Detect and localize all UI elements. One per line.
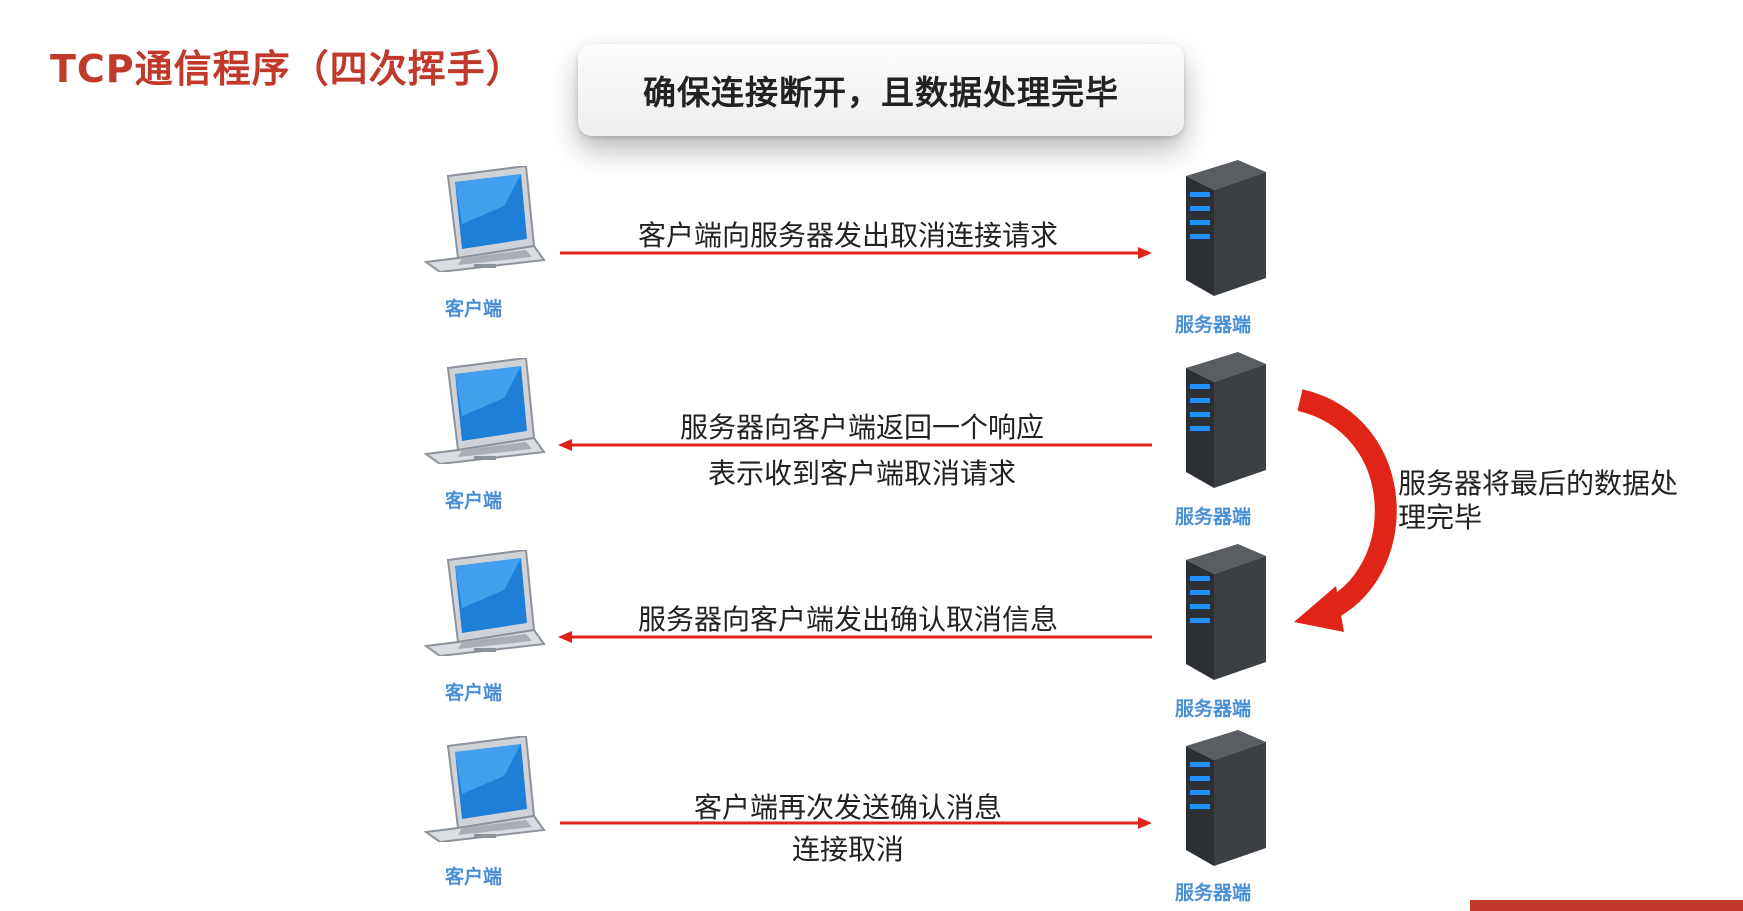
client-label: 客户端: [445, 298, 503, 320]
step-2-text-line-1: 服务器向客户端返回一个响应: [679, 411, 1044, 444]
arrow-server-to-client: [558, 631, 1152, 643]
arrow-server-to-client: [558, 439, 1152, 451]
banner-text: 确保连接断开，且数据处理完毕: [643, 73, 1119, 112]
client-label: 客户端: [445, 490, 503, 512]
server-label: 服务器端: [1175, 882, 1252, 904]
client-label: 客户端: [445, 682, 503, 704]
step-4-text-line-1: 客户端再次发送确认消息: [693, 791, 1002, 824]
step-1-text: 客户端向服务器发出取消连接请求: [637, 219, 1058, 252]
laptop-icon: [422, 550, 546, 656]
server-icon: [1176, 160, 1268, 296]
client-label: 客户端: [445, 866, 503, 888]
server-label: 服务器端: [1175, 698, 1252, 720]
laptop-icon: [422, 358, 546, 464]
arrow-client-to-server: [560, 247, 1152, 259]
curved-processing-arrow: [1294, 389, 1397, 632]
slide-title: TCP通信程序（四次挥手）: [50, 47, 525, 91]
arrow-client-to-server: [560, 817, 1152, 829]
corner-decoration-bar: [1470, 900, 1743, 911]
step-2-text-line-2: 表示收到客户端取消请求: [707, 457, 1016, 490]
summary-banner: 确保连接断开，且数据处理完毕: [578, 44, 1184, 136]
laptop-icon: [422, 166, 546, 272]
laptop-icon: [422, 736, 546, 842]
server-icon: [1176, 544, 1268, 680]
server-processing-note: 服务器将最后的数据处理完毕: [1398, 467, 1679, 534]
step-3-text: 服务器向客户端发出确认取消信息: [637, 603, 1058, 636]
server-icon: [1176, 352, 1268, 488]
server-label: 服务器端: [1175, 506, 1252, 528]
server-label: 服务器端: [1175, 314, 1252, 336]
server-icon: [1176, 730, 1268, 866]
step-4-text-line-2: 连接取消: [791, 833, 904, 866]
